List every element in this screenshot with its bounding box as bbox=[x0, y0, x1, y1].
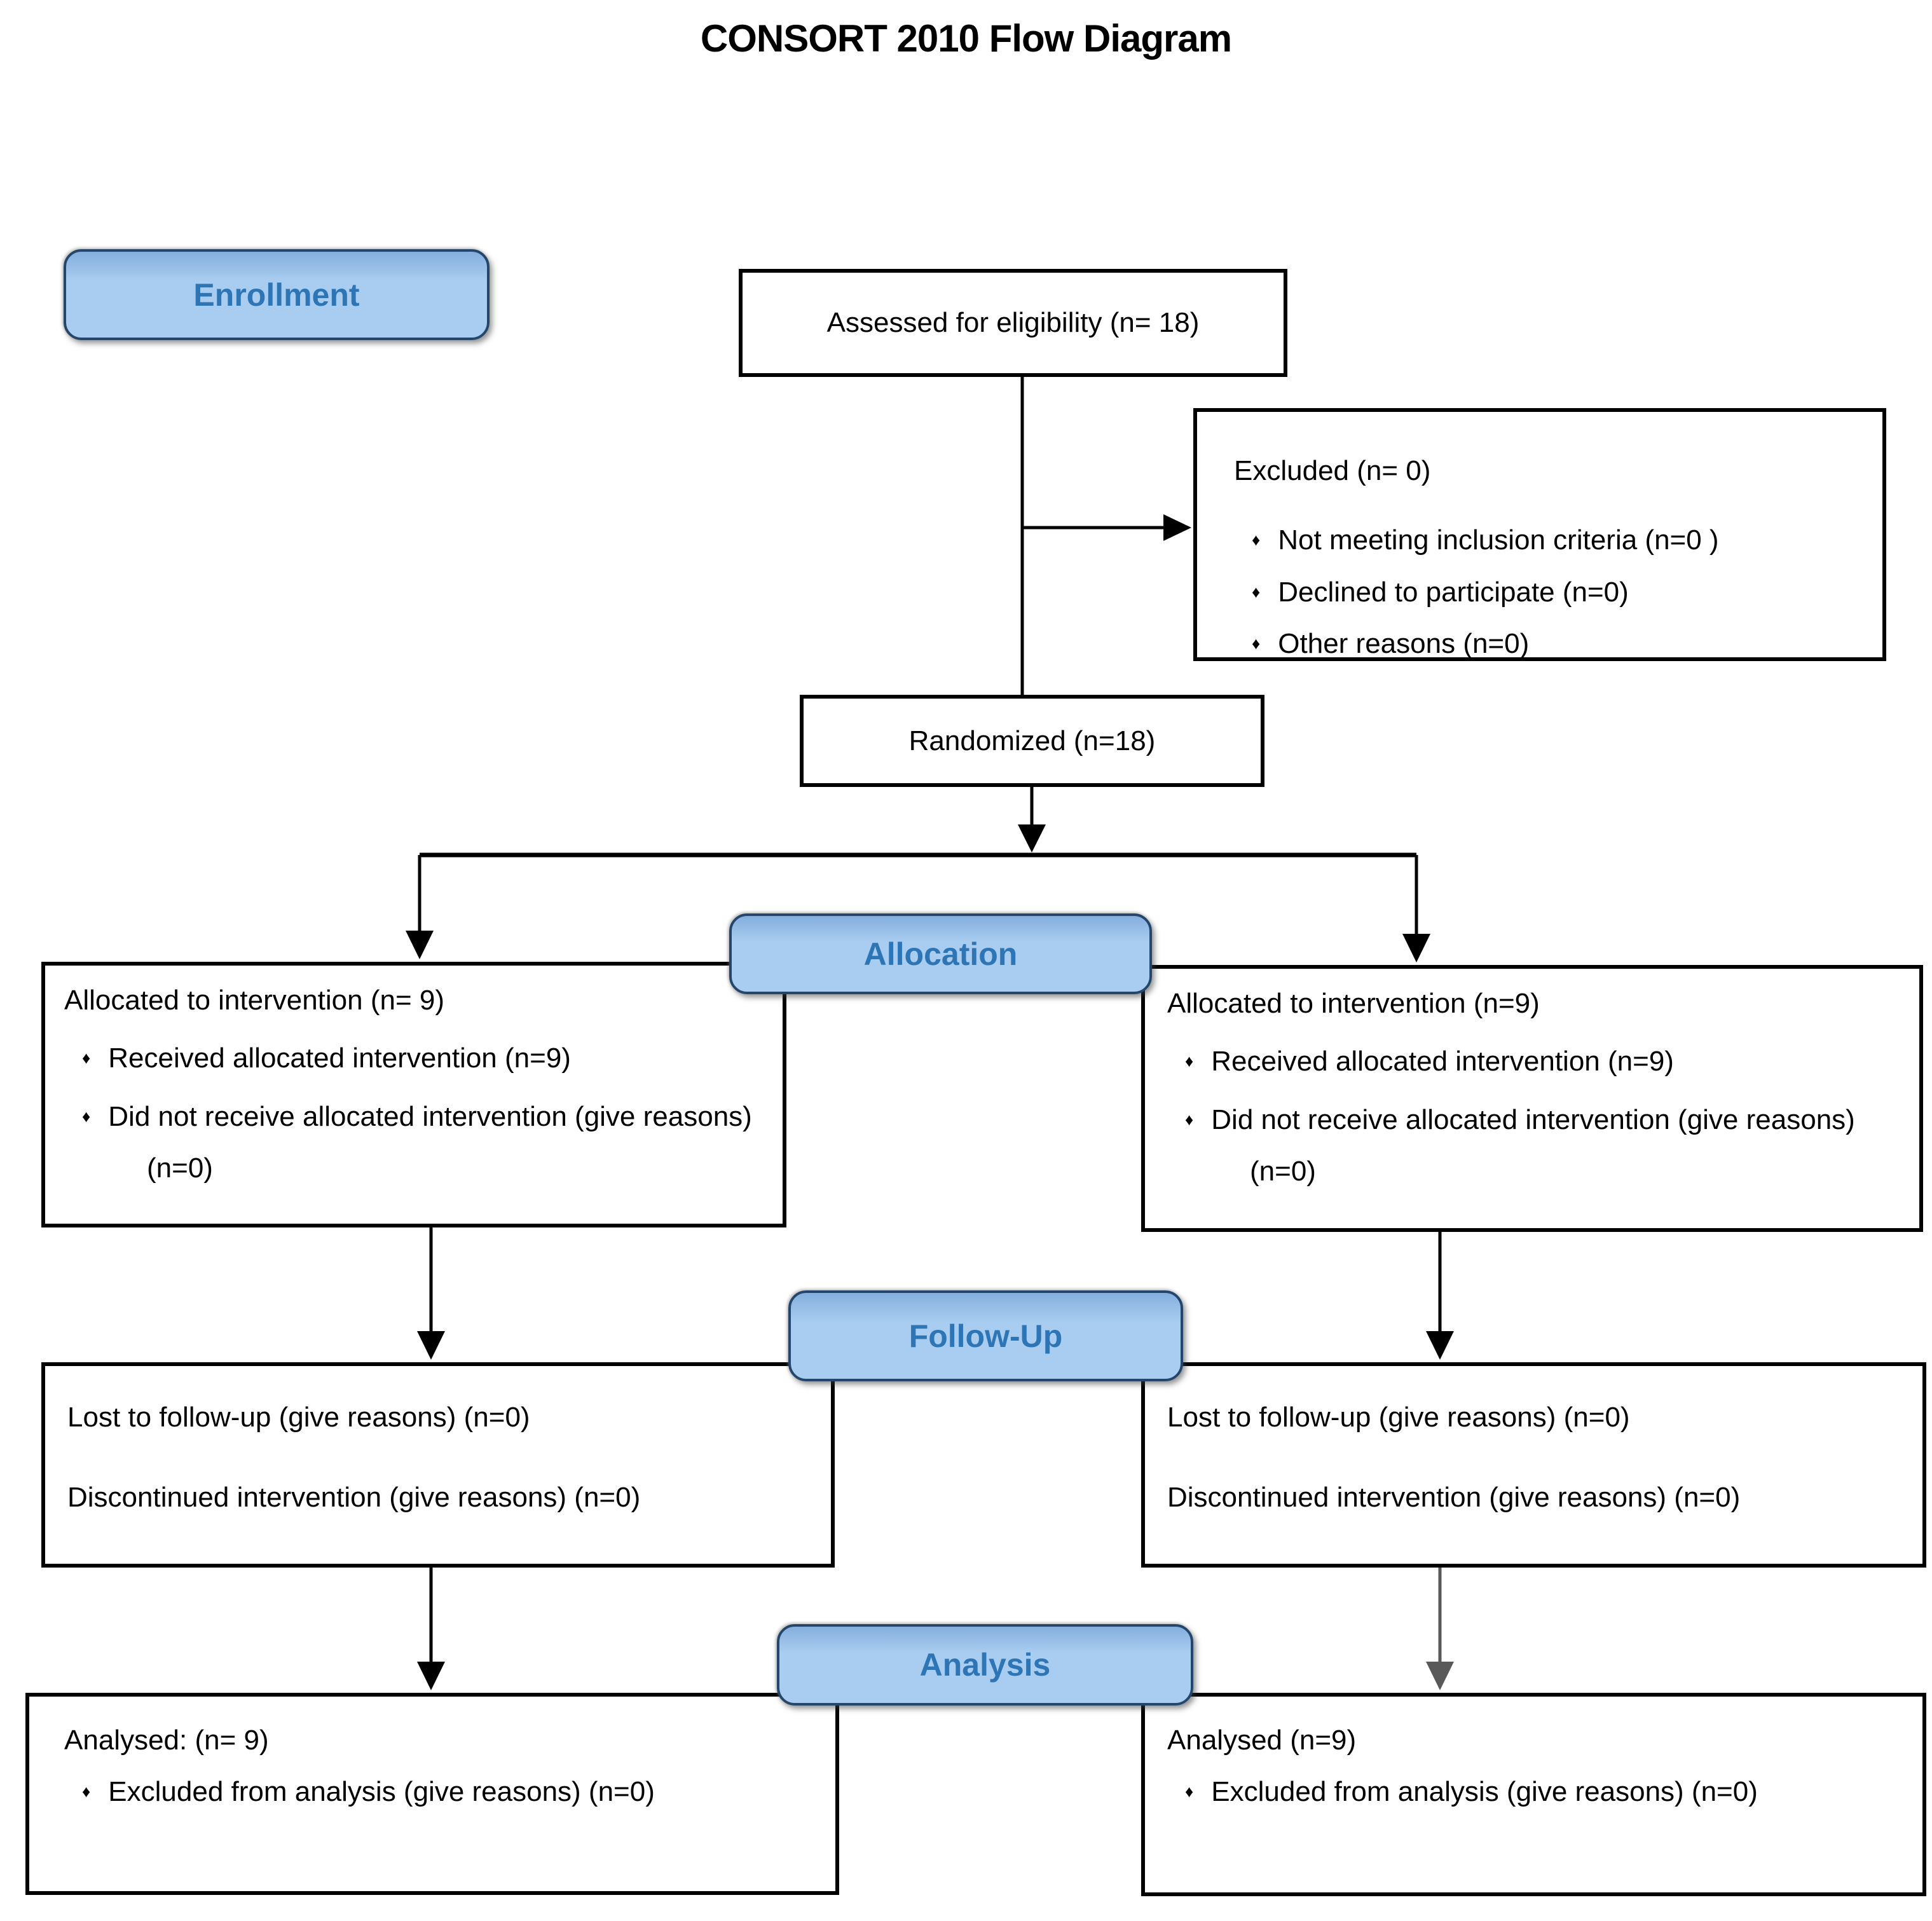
assessed-box: Assessed for eligibility (n= 18) bbox=[739, 269, 1287, 377]
list-item: Received allocated intervention (n=9) bbox=[64, 1032, 767, 1084]
bullet-text: Not meeting inclusion criteria (n=0 ) bbox=[1278, 524, 1719, 556]
analysis-left-arrowhead-icon bbox=[417, 1662, 445, 1690]
diamond-bullet-icon bbox=[1185, 1046, 1211, 1077]
stage-label-followup: Follow-Up bbox=[788, 1290, 1183, 1381]
diamond-bullet-icon bbox=[1252, 524, 1278, 556]
list-item: Other reasons (n=0) bbox=[1234, 618, 1857, 669]
rail-left-arrowhead-icon bbox=[406, 931, 434, 959]
bullet-text: Received allocated intervention (n=9) bbox=[1211, 1046, 1674, 1077]
allocation-right-box: Allocated to intervention (n=9) Received… bbox=[1141, 965, 1923, 1232]
diamond-bullet-icon bbox=[1185, 1776, 1211, 1807]
analysis-left-box: Analysed: (n= 9) Excluded from analysis … bbox=[25, 1693, 839, 1895]
followup-right-arrowhead-icon bbox=[1426, 1331, 1454, 1360]
diamond-bullet-icon bbox=[82, 1776, 108, 1807]
rail-right-arrowhead-icon bbox=[1402, 934, 1430, 962]
bullet-text: Declined to participate (n=0) bbox=[1278, 576, 1629, 608]
page-title: CONSORT 2010 Flow Diagram bbox=[700, 17, 1232, 60]
allocation-left-box: Allocated to intervention (n= 9) Receive… bbox=[41, 962, 786, 1227]
list-item: Received allocated intervention (n=9) bbox=[1167, 1036, 1903, 1087]
excluded-arrowhead-icon bbox=[1163, 514, 1191, 541]
stage-label-followup-text: Follow-Up bbox=[908, 1318, 1063, 1354]
bullet-text: Received allocated intervention (n=9) bbox=[108, 1043, 571, 1074]
randomized-text: Randomized (n=18) bbox=[908, 725, 1156, 756]
diamond-bullet-icon bbox=[1252, 577, 1278, 608]
followup-right-line1: Lost to follow-up (give reasons) (n=0) bbox=[1167, 1402, 1630, 1433]
list-item: Did not receive allocated intervention (… bbox=[1167, 1094, 1903, 1198]
analysis-right-arrowhead-icon bbox=[1426, 1662, 1454, 1690]
diamond-bullet-icon bbox=[82, 1101, 108, 1132]
bullet-text: Did not receive allocated intervention (… bbox=[108, 1100, 752, 1184]
randomized-box: Randomized (n=18) bbox=[800, 695, 1264, 787]
allocation-left-title: Allocated to intervention (n= 9) bbox=[64, 985, 445, 1016]
stage-label-analysis: Analysis bbox=[777, 1624, 1193, 1706]
bullet-text: Excluded from analysis (give reasons) (n… bbox=[108, 1776, 655, 1808]
diamond-bullet-icon bbox=[1185, 1104, 1211, 1135]
bullet-text: Did not receive allocated intervention (… bbox=[1211, 1104, 1855, 1187]
excluded-box: Excluded (n= 0) Not meeting inclusion cr… bbox=[1193, 408, 1886, 661]
stage-label-enrollment: Enrollment bbox=[64, 249, 490, 340]
analysis-right-title: Analysed (n=9) bbox=[1167, 1725, 1357, 1756]
excluded-heading: Excluded (n= 0) bbox=[1234, 455, 1431, 486]
bullet-text: Excluded from analysis (give reasons) (n… bbox=[1211, 1776, 1758, 1808]
stage-label-enrollment-text: Enrollment bbox=[193, 277, 360, 313]
stage-label-allocation-text: Allocation bbox=[863, 936, 1018, 972]
allocation-right-title: Allocated to intervention (n=9) bbox=[1167, 988, 1540, 1019]
randomized-arrowhead-icon bbox=[1018, 824, 1046, 852]
followup-right-line2: Discontinued intervention (give reasons)… bbox=[1167, 1482, 1741, 1514]
stage-label-allocation: Allocation bbox=[729, 913, 1152, 994]
list-item: Excluded from analysis (give reasons) (n… bbox=[64, 1766, 819, 1817]
bullet-text: Other reasons (n=0) bbox=[1278, 628, 1530, 660]
stage-label-analysis-text: Analysis bbox=[919, 1647, 1051, 1683]
followup-right-box: Lost to follow-up (give reasons) (n=0) D… bbox=[1141, 1362, 1926, 1568]
followup-left-box: Lost to follow-up (give reasons) (n=0) D… bbox=[41, 1362, 835, 1568]
diamond-bullet-icon bbox=[1252, 628, 1278, 659]
followup-left-line1: Lost to follow-up (give reasons) (n=0) bbox=[67, 1402, 530, 1433]
analysis-right-box: Analysed (n=9) Excluded from analysis (g… bbox=[1141, 1693, 1926, 1896]
followup-left-line2: Discontinued intervention (give reasons)… bbox=[67, 1482, 641, 1514]
diamond-bullet-icon bbox=[82, 1043, 108, 1074]
followup-left-arrowhead-icon bbox=[417, 1331, 445, 1360]
list-item: Did not receive allocated intervention (… bbox=[64, 1091, 767, 1194]
list-item: Excluded from analysis (give reasons) (n… bbox=[1167, 1766, 1907, 1817]
list-item: Not meeting inclusion criteria (n=0 ) bbox=[1234, 514, 1857, 566]
analysis-left-title: Analysed: (n= 9) bbox=[64, 1725, 269, 1756]
list-item: Declined to participate (n=0) bbox=[1234, 566, 1857, 618]
assessed-text: Assessed for eligibility (n= 18) bbox=[826, 307, 1200, 338]
